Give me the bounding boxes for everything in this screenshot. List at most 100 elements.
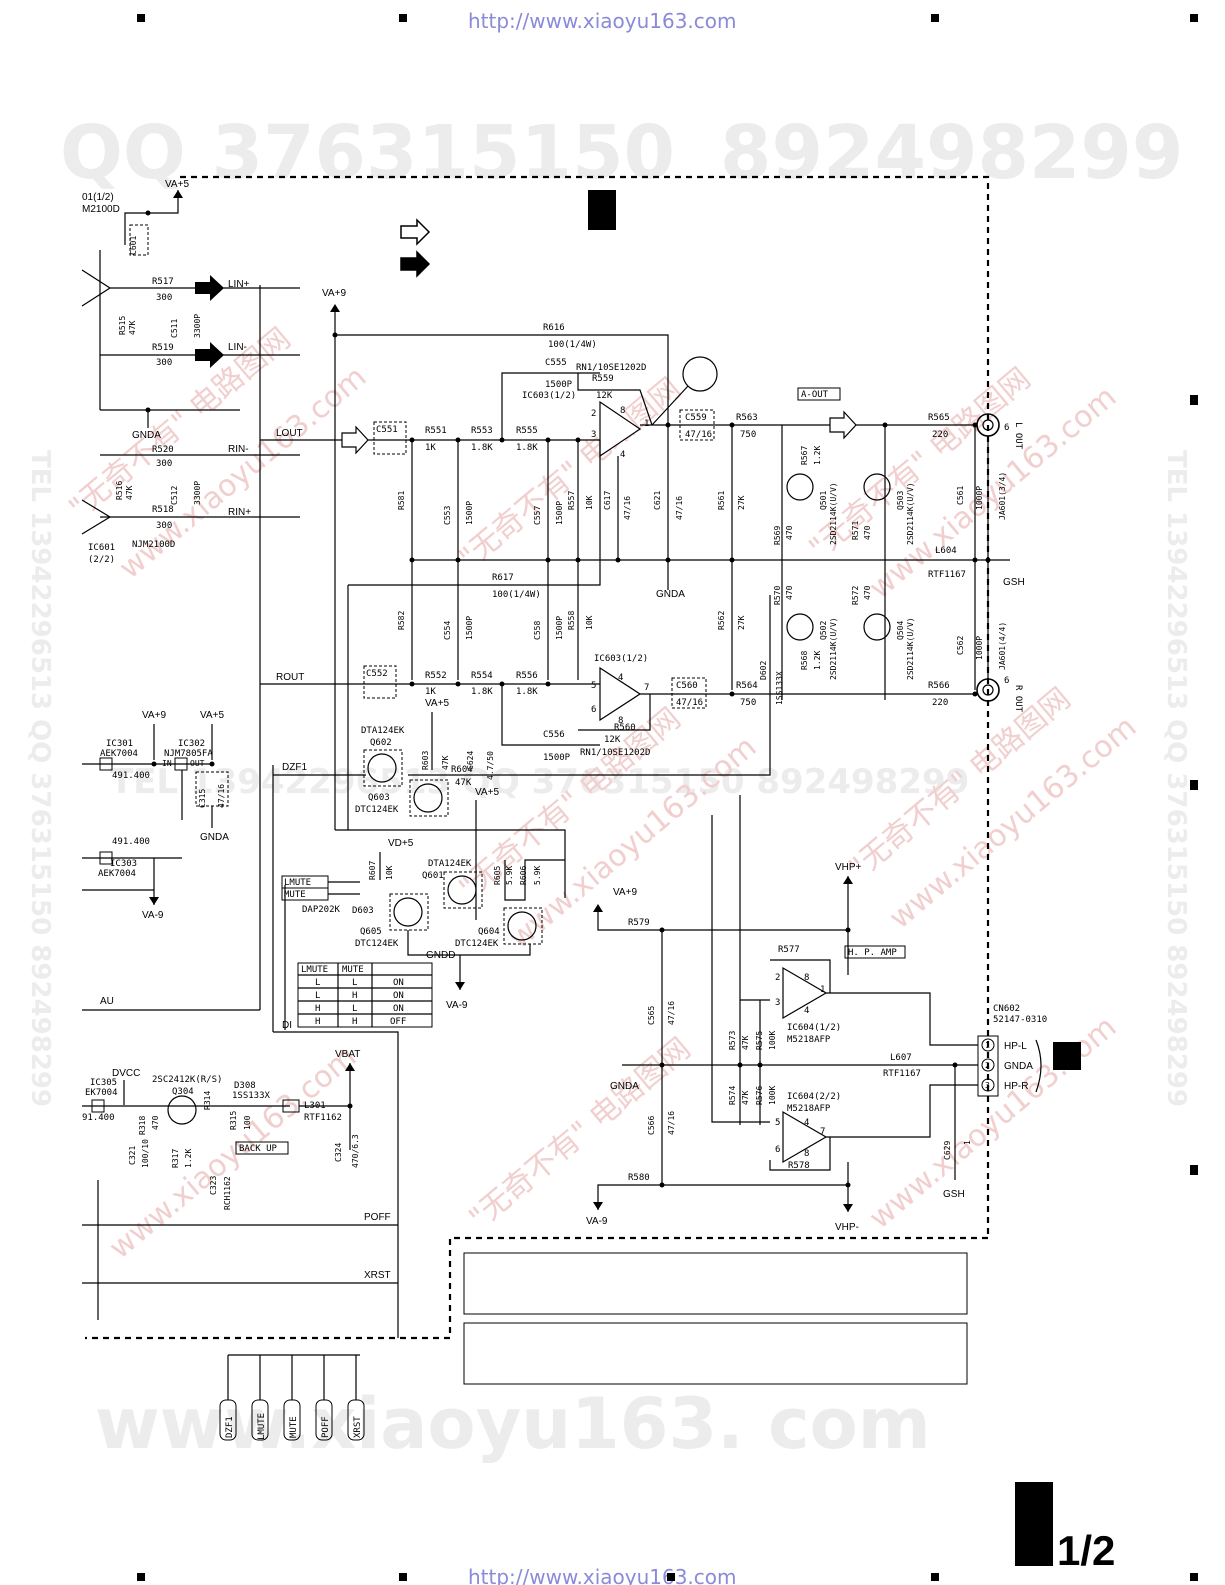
d308-type: 1SS133X (232, 1091, 271, 1101)
c552-label: C552 (366, 669, 388, 679)
bottom-connectors: DZF1 LMUTE MUTE POFF XRST (219, 1354, 365, 1441)
note-box-1 (463, 1252, 968, 1315)
rout-label: ROUT (276, 672, 304, 683)
a-out-arrow-icon (829, 410, 857, 440)
r582-label: R582 (397, 611, 406, 630)
aek7004-1-label: AEK7004 (100, 749, 138, 759)
connector-lmute: LMUTE (257, 1413, 267, 1440)
va5-mid-label: VA+5 (425, 698, 449, 709)
test-point-circle (682, 356, 718, 392)
c556-label: C556 (543, 730, 565, 740)
r551-value: 1K (425, 443, 436, 453)
truth-table-cell: ON (393, 978, 404, 988)
ic603b-label: IC603(1/2) (594, 654, 648, 664)
gnda-2-label: GNDA (656, 589, 685, 600)
r515-value: 47K (128, 320, 137, 335)
r571-label: R571 (851, 521, 860, 540)
r558-label: R558 (567, 611, 576, 630)
ic603b-pin5: 5 (591, 681, 596, 691)
cn602-part: 52147-0310 (993, 1015, 1047, 1025)
va-minus9-hp-arrow-icon (593, 1202, 603, 1210)
truth-table-cell: H (352, 1017, 357, 1027)
c562-value: 1000P (975, 636, 984, 660)
cn602-pin1-icon (981, 1038, 995, 1052)
ic603b-pin4: 4 (618, 673, 623, 683)
ic603a-pin8: 8 (620, 406, 625, 416)
l607-value: RTF1167 (883, 1069, 921, 1079)
junction-dots (145, 210, 991, 1188)
r516-label: R516 (115, 481, 124, 500)
c551-label: C551 (376, 425, 398, 435)
r580-label: R580 (628, 1173, 650, 1183)
r565-label: R565 (928, 413, 950, 423)
watermark-mid-line: TEL 13942296513 QQ 376315150 892498299 (110, 762, 969, 802)
ic604b-pin7: 7 (820, 1127, 825, 1137)
r606-label: R606 (519, 866, 528, 885)
page-marker: 1/2 (1057, 1527, 1115, 1574)
q502-transistor-icon (786, 613, 814, 641)
r603-value: 47K (441, 755, 450, 770)
q603-transistor-icon (413, 783, 443, 813)
cn602-hp-r-label: HP-R (1004, 1081, 1028, 1092)
r616-label: R616 (543, 323, 565, 333)
gndd-label: GNDD (426, 950, 455, 961)
ic604b-label: IC604(2/2) (787, 1092, 841, 1102)
c512-value: 3300P (193, 481, 202, 505)
ic604b-opamp (782, 1110, 828, 1164)
r604-value: 47K (455, 778, 472, 788)
rout-jack-pin: 6 (1004, 676, 1009, 686)
r605-label: R605 (493, 866, 502, 885)
ic603a-pin1: 1 (644, 419, 649, 429)
c553-value: 1500P (465, 501, 474, 525)
truth-table-cell: OFF (390, 1017, 406, 1027)
watermark-domain: www.xiaoyu163. com (95, 1383, 931, 1465)
connector-poff: POFF (321, 1416, 331, 1438)
r575-value: 100K (768, 1031, 777, 1050)
q603-label: Q603 (368, 793, 390, 803)
q601-label: Q601 (422, 871, 444, 881)
vhp-plus-arrow-icon (843, 876, 853, 884)
c561-label: C561 (956, 486, 965, 505)
r553-value: 1.8K (471, 443, 493, 453)
cn602-gnda-label: GNDA (1004, 1061, 1033, 1072)
d602-label: D602 (759, 661, 768, 680)
va9-top-label: VA+9 (322, 288, 346, 299)
r573-label: R573 (728, 1031, 737, 1050)
c560-value: 47/16 (676, 698, 703, 708)
r520-label: R520 (152, 445, 174, 455)
gsh-1-label: GSH (1003, 577, 1025, 588)
rn1b-label: RN1/10SE1202D (580, 748, 650, 758)
q304-type: 2SC2412K(R/S) (152, 1075, 222, 1085)
gnda-3-label: GNDA (200, 832, 229, 843)
r576-label: R576 (755, 1086, 764, 1105)
rout-jack-label: R OUT (1013, 685, 1023, 713)
d603-label: D603 (352, 906, 374, 916)
aek7004-3-label: EK7004 (85, 1088, 118, 1098)
r566-value: 220 (932, 698, 948, 708)
r607-value: 10K (385, 865, 394, 880)
truth-table-header-lmute: LMUTE (301, 965, 328, 975)
r556-label: R556 (516, 671, 538, 681)
r559-value: 12K (596, 391, 613, 401)
r568-value: 1.2K (813, 651, 822, 670)
r569-label: R569 (773, 526, 782, 545)
r520-value: 300 (156, 459, 172, 469)
connector-xrst: XRST (353, 1416, 363, 1438)
ic601-section: 01(1/2) M2100D VA+5 C601 R517 300 R515 4… (81, 179, 300, 565)
r563-label: R563 (736, 413, 758, 423)
r603-label: R603 (421, 751, 430, 770)
ic604a-pin1: 1 (820, 985, 825, 995)
footer-url[interactable]: http://www.xiaoyu163.com (468, 1565, 737, 1585)
cn602-hp-l-label: HP-L (1004, 1041, 1027, 1052)
q504-type: 2SD2114K(U/V) (906, 617, 915, 680)
r579-label: R579 (628, 918, 650, 928)
ic604a-pin8: 8 (804, 973, 809, 983)
output-buffer-section: VA+9 R616 100(1/4W) LOUT C551 R551 1K R5… (260, 288, 1025, 830)
header-url[interactable]: http://www.xiaoyu163.com (468, 9, 737, 33)
xrst-label: XRST (364, 1270, 391, 1281)
watermark-red-cn-2: "无奇不有" 电路图网 (453, 371, 688, 576)
r576-value: 100K (768, 1086, 777, 1105)
gnda-1-label: GNDA (132, 430, 161, 441)
r518-label: R518 (152, 505, 174, 515)
r564-value: 750 (740, 698, 756, 708)
